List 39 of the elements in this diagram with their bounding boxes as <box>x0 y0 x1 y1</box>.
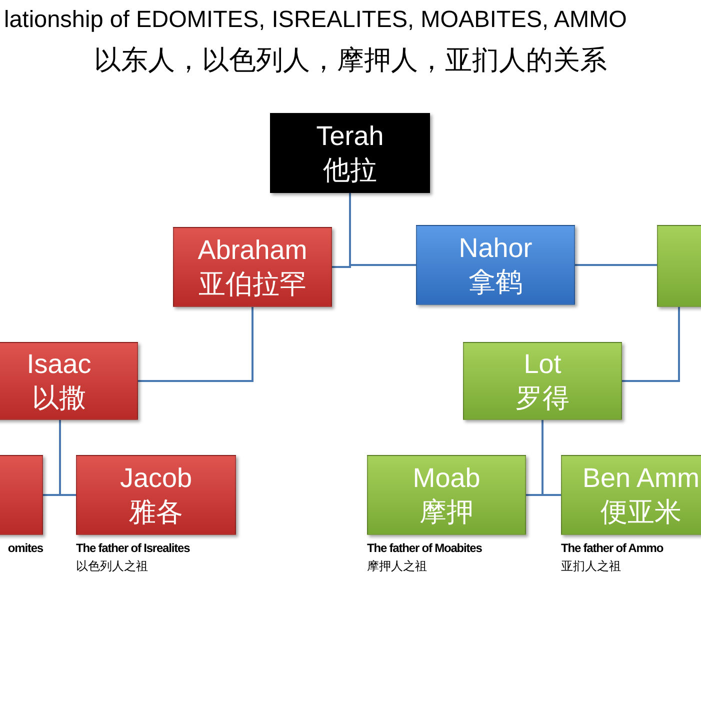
person-box <box>0 342 138 420</box>
descendant-note: The father of Ammo <box>561 540 664 557</box>
person-box <box>270 113 430 193</box>
person-box <box>173 227 332 307</box>
person-box <box>657 225 701 307</box>
person-box <box>463 342 622 420</box>
chinese-name-text: 拿鹤 <box>468 266 522 299</box>
chinese-name-text: 便亚米 <box>600 496 682 529</box>
person-box <box>561 455 701 535</box>
connector-line <box>59 420 76 496</box>
person-box <box>416 225 575 305</box>
connector-line <box>622 307 680 382</box>
descendant-note: 以色列人之祖 <box>76 558 149 575</box>
chinese-name-text: 以撒 <box>32 382 86 415</box>
descendant-note: 摩押人之祖 <box>367 558 428 575</box>
name-text: Ben Amm <box>582 462 700 495</box>
descendant-note: 亚扪人之祖 <box>561 558 622 575</box>
name-text: Lot <box>524 348 562 381</box>
descendant-note: omites <box>6 540 43 557</box>
connector-line <box>349 193 416 266</box>
connector-line <box>575 264 657 266</box>
title: lationship of EDOMITES, ISREALITES, MOABITES, AMMO <box>4 6 627 33</box>
chinese-name-text: 雅各 <box>129 496 183 529</box>
chinese-name-text: 摩押 <box>420 496 474 529</box>
chinese-name-text: 亚伯拉罕 <box>198 268 306 301</box>
chinese-name-text: 罗得 <box>516 382 570 415</box>
name-text: Isaac <box>26 348 92 381</box>
descendant-note: The father of Isrealites <box>76 540 191 557</box>
chinese-name-text: 他拉 <box>323 154 377 187</box>
subtitle: 以东人，以色列人，摩押人，亚扪人的关系 <box>93 44 608 77</box>
name-text: Moab <box>412 462 480 495</box>
name-text: Terah <box>316 120 384 153</box>
connector-line <box>138 307 254 382</box>
person-box <box>76 455 236 535</box>
name-text: Jacob <box>120 462 192 495</box>
connector-line <box>542 420 561 496</box>
name-text: Abraham <box>198 234 308 267</box>
person-box <box>367 455 526 535</box>
name-text: Nahor <box>458 232 532 265</box>
